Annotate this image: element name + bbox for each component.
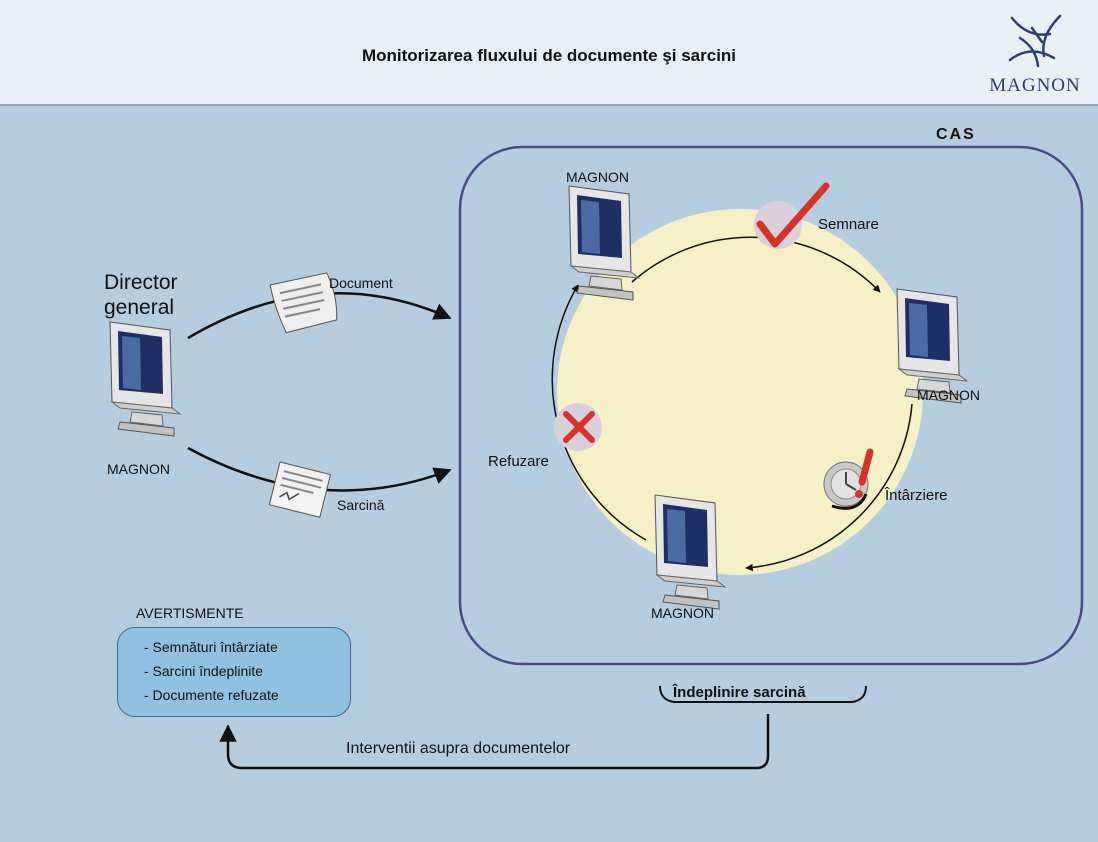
task-document-icon bbox=[268, 461, 332, 518]
director-title-line2: general bbox=[104, 296, 175, 319]
delay-clock-icon bbox=[823, 448, 874, 510]
warnings-title: AVERTISMENTE bbox=[136, 605, 244, 621]
node-right-label: MAGNON bbox=[917, 387, 980, 403]
document-label: Document bbox=[329, 275, 393, 291]
warnings-box: - Semnături întârziate - Sarcini îndepli… bbox=[117, 627, 351, 717]
intervention-arrow bbox=[219, 714, 770, 770]
cas-title: CAS bbox=[936, 126, 976, 143]
logo-text: MAGNON bbox=[989, 75, 1081, 96]
sender-computer-label: MAGNON bbox=[107, 461, 170, 477]
node-top-label: MAGNON bbox=[566, 169, 629, 185]
warning-item: - Sarcini îndeplinite bbox=[144, 663, 264, 679]
completion-label: Îndeplinire sarcină bbox=[673, 684, 806, 701]
intervention-label: Interventii asupra documentelor bbox=[346, 740, 571, 757]
logo-star-icon bbox=[1008, 14, 1062, 68]
sign-step-label: Semnare bbox=[818, 216, 879, 233]
sender-computer-icon bbox=[109, 321, 181, 437]
document-icon bbox=[269, 272, 338, 334]
warning-item: - Documente refuzate bbox=[144, 687, 279, 703]
director-title-line1: Director bbox=[104, 271, 178, 294]
delay-step-label: Întârziere bbox=[885, 487, 948, 504]
page-title: Monitorizarea fluxului de documente şi s… bbox=[361, 46, 737, 65]
warnings-list: - Semnături întârziate - Sarcini îndepli… bbox=[144, 635, 279, 707]
refuse-step-label: Refuzare bbox=[488, 453, 549, 470]
completion-bracket bbox=[659, 685, 867, 703]
cross-icon bbox=[563, 411, 595, 443]
task-label: Sarcină bbox=[337, 497, 385, 513]
warning-item: - Semnături întârziate bbox=[144, 639, 278, 655]
flow-arrow-right bbox=[745, 403, 913, 572]
magnon-logo: MAGNON bbox=[980, 8, 1090, 103]
header-bar: Monitorizarea fluxului de documente şi s… bbox=[0, 0, 1098, 106]
check-icon bbox=[756, 182, 830, 248]
node-bottom-label: MAGNON bbox=[651, 605, 714, 621]
